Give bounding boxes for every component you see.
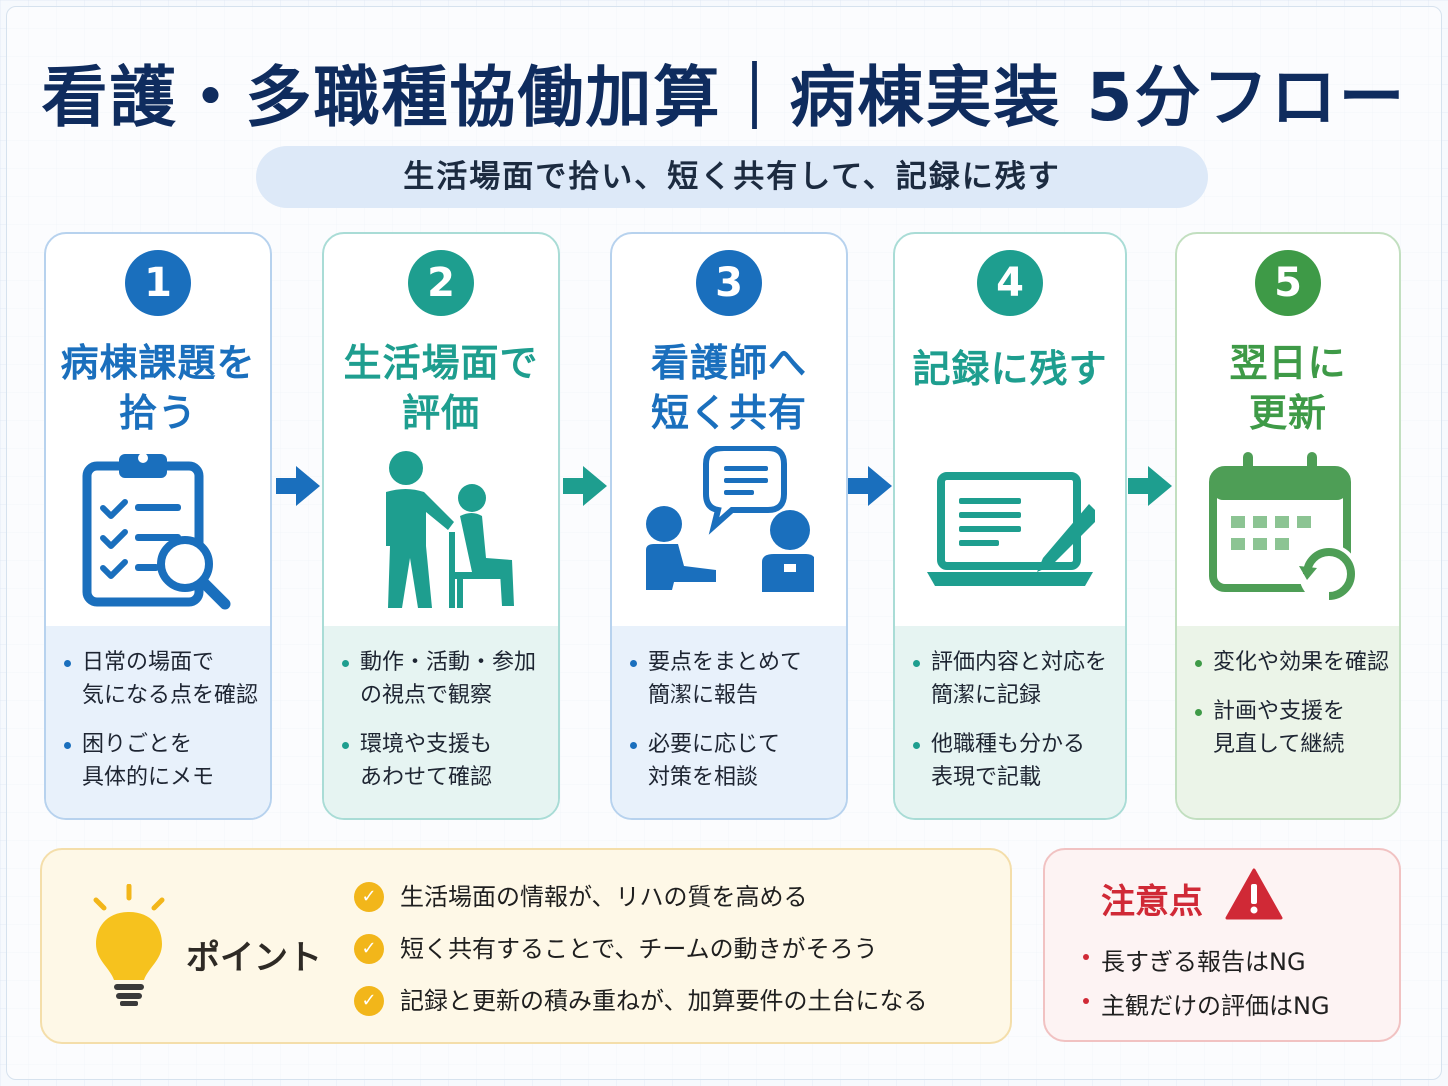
step-number-badge: 1 <box>125 250 191 316</box>
step-bullets: 日常の場面で 気になる点を確認 困りごとを 具体的にメモ <box>46 626 270 818</box>
caution-panel: 注意点 長すぎる報告はNG 主観だけの評価はNG <box>1043 848 1401 1042</box>
step-title: 看護師へ 短く共有 <box>612 338 846 438</box>
step-bullet: 環境や支援も あわせて確認 <box>342 728 558 794</box>
step-bullets: 評価内容と対応を 簡潔に記録 他職種も分かる 表現で記載 <box>895 626 1125 818</box>
step-title: 病棟課題を 拾う <box>46 338 270 438</box>
laptop-with-pen-icon <box>927 472 1095 586</box>
point-item-text: 記録と更新の積み重ねが、加算要件の土台になる <box>400 987 928 1015</box>
warning-triangle-icon <box>1225 868 1283 920</box>
step-title-line: 記録に残す <box>912 347 1108 391</box>
step-title-line: 短く共有 <box>650 391 807 435</box>
step-bullets: 動作・活動・参加 の視点で観察 環境や支援も あわせて確認 <box>324 626 558 818</box>
point-label: ポイント <box>186 938 322 978</box>
step-title-line: 看護師へ <box>650 341 807 385</box>
step-number-badge: 5 <box>1255 250 1321 316</box>
step-bullet: 動作・活動・参加 の視点で観察 <box>342 646 558 712</box>
check-icon: ✓ <box>354 986 384 1016</box>
arrow-right-icon <box>1128 466 1172 506</box>
step-number-badge: 2 <box>408 250 474 316</box>
step-title-line: 拾う <box>118 391 197 435</box>
caution-title: 注意点 <box>1101 882 1203 922</box>
step-bullet: 他職種も分かる 表現で記載 <box>913 728 1125 794</box>
step-card-4: 4 記録に残す 評価内容と対応を 簡潔に記録 他職種も分かる 表現で記載 <box>893 232 1127 820</box>
step-title-line: 更新 <box>1248 391 1327 435</box>
subtitle-banner: 生活場面で拾い、短く共有して、記録に残す <box>256 146 1208 208</box>
arrow-right-icon <box>848 466 892 506</box>
step-title-line: 病棟課題を <box>60 341 256 385</box>
step-number-badge: 3 <box>696 250 762 316</box>
page-title: 看護・多職種協働加算｜病棟実装 5分フロー <box>41 59 1407 136</box>
step-card-1: 1 病棟課題を 拾う 日常の場面で 気になる点を確認 困りごとを 具体的にメモ <box>44 232 272 820</box>
caution-item: 主観だけの評価はNG <box>1083 986 1330 1021</box>
point-panel: ポイント ✓ 生活場面の情報が、リハの質を高める ✓ 短く共有することで、チーム… <box>40 848 1012 1044</box>
step-title: 生活場面で 評価 <box>324 338 558 438</box>
calendar-refresh-icon <box>1209 452 1359 604</box>
caregiver-assisting-seated-person-icon <box>386 451 514 608</box>
check-icon: ✓ <box>354 934 384 964</box>
arrow-right-icon <box>563 466 607 506</box>
step-bullets: 変化や効果を確認 計画や支援を 見直して継続 <box>1177 626 1399 818</box>
step-number-badge: 4 <box>977 250 1043 316</box>
step-bullet: 変化や効果を確認 <box>1195 646 1399 679</box>
check-icon: ✓ <box>354 882 384 912</box>
arrow-right-icon <box>276 466 320 506</box>
caution-item: 長すぎる報告はNG <box>1083 942 1306 977</box>
step-title: 記録に残す <box>895 344 1125 394</box>
step-bullet: 評価内容と対応を 簡潔に記録 <box>913 646 1125 712</box>
step-card-2: 2 生活場面で 評価 動作・活動・参加 の視点で観察 環境や支援も あわせて確認 <box>322 232 560 820</box>
step-bullet: 要点をまとめて 簡潔に報告 <box>630 646 846 712</box>
two-people-conversation-icon <box>646 446 814 592</box>
step-card-5: 5 翌日に 更新 変化や効果を確認 計画や支援を 見直して継続 <box>1175 232 1401 820</box>
step-title: 翌日に 更新 <box>1177 338 1399 438</box>
step-bullet: 計画や支援を 見直して継続 <box>1195 695 1399 761</box>
point-item-text: 生活場面の情報が、リハの質を高める <box>400 883 808 911</box>
clipboard-search-icon <box>82 453 231 610</box>
step-bullet: 必要に応じて 対策を相談 <box>630 728 846 794</box>
step-title-line: 翌日に <box>1229 341 1347 385</box>
step-title-line: 評価 <box>401 391 480 435</box>
step-bullet: 困りごとを 具体的にメモ <box>64 728 270 794</box>
step-title-line: 生活場面で <box>343 341 539 385</box>
step-bullet: 日常の場面で 気になる点を確認 <box>64 646 270 712</box>
step-bullets: 要点をまとめて 簡潔に報告 必要に応じて 対策を相談 <box>612 626 846 818</box>
lightbulb-icon <box>93 884 165 1006</box>
point-item-text: 短く共有することで、チームの動きがそろう <box>400 935 878 963</box>
step-card-3: 3 看護師へ 短く共有 要点をまとめて 簡潔に報告 必要に応じて 対策を相談 <box>610 232 848 820</box>
